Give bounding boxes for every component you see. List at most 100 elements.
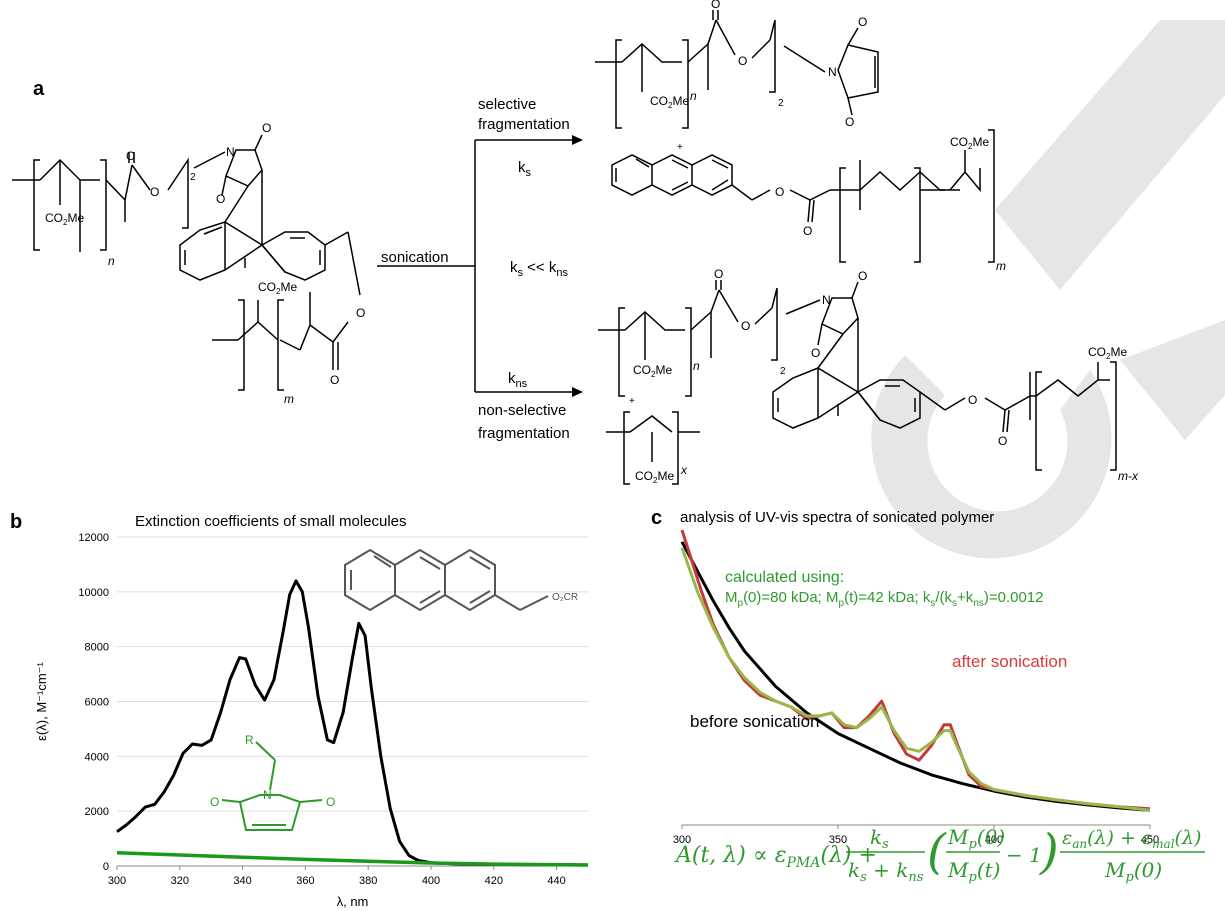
y-tick-label: 8000 xyxy=(85,642,109,654)
x-tick-label: 450 xyxy=(1141,834,1159,846)
svg-text:ks + kns: ks + kns xyxy=(848,858,924,885)
selective-label-1: selective xyxy=(478,96,536,113)
svg-text:CO2Me: CO2Me xyxy=(258,280,297,296)
x-tick-label: 320 xyxy=(171,875,189,887)
svg-text:2: 2 xyxy=(190,172,196,183)
reaction-arrows xyxy=(377,139,575,393)
svg-text:m: m xyxy=(996,259,1006,273)
maleimide-spectrum-line xyxy=(116,851,589,867)
x-tick-label: 400 xyxy=(422,875,440,887)
y-tick-label: 4000 xyxy=(85,751,109,763)
svg-text:N: N xyxy=(226,145,235,159)
maleimide-product-structure xyxy=(595,10,879,129)
svg-text:O: O xyxy=(150,185,159,199)
arrow-head-nonselective xyxy=(572,387,583,397)
anthracene-product-structure xyxy=(611,129,995,263)
svg-text:CO2Me: CO2Me xyxy=(633,363,672,379)
anthracene-inset-structure xyxy=(344,548,549,612)
svg-text:O: O xyxy=(858,269,867,283)
y-tick-label: 12000 xyxy=(78,532,109,544)
arrow-head-selective xyxy=(572,135,583,145)
ks-label: ks xyxy=(518,159,532,179)
svg-text:− 1: − 1 xyxy=(1006,843,1042,867)
panel-c-letter: c xyxy=(651,507,662,529)
svg-text:A(t, λ) ∝ εPMA(λ) +: A(t, λ) ∝ εPMA(λ) + xyxy=(674,843,877,871)
svg-text:Mp(t): Mp(t) xyxy=(947,858,1000,885)
watermark xyxy=(871,20,1225,559)
svg-text:+: + xyxy=(677,142,683,153)
panel-b-letter: b xyxy=(10,511,22,533)
anthracene-product-labels: O O CO2Me m xyxy=(775,135,1006,273)
y-tick-label: 6000 xyxy=(85,697,109,709)
svg-text:O: O xyxy=(738,54,747,68)
svg-text:εan(λ) + εmal(λ): εan(λ) + εmal(λ) xyxy=(1062,827,1201,851)
svg-text:O: O xyxy=(858,15,867,29)
starting-polymer-structure xyxy=(12,134,361,391)
svg-text:O: O xyxy=(216,192,225,206)
nonselective-label-1: non-selective xyxy=(478,402,566,419)
x-tick-label: 300 xyxy=(673,834,691,846)
svg-text:n: n xyxy=(693,359,700,373)
x-tick-label: 380 xyxy=(359,875,377,887)
svg-text:CO2Me: CO2Me xyxy=(635,469,674,485)
nonselective-product-structure xyxy=(598,280,1117,471)
svg-text:O: O xyxy=(210,795,219,809)
selective-label-2: fragmentation xyxy=(478,116,570,133)
y-tick-label: 10000 xyxy=(78,587,109,599)
svg-text:O: O xyxy=(262,121,271,135)
svg-text:CO2Me: CO2Me xyxy=(45,211,84,227)
pma-fragment-labels: + CO2Me x xyxy=(629,396,688,485)
svg-text:m: m xyxy=(284,392,294,406)
svg-text:O: O xyxy=(126,149,135,163)
svg-text:calculated using:: calculated using: xyxy=(725,569,844,586)
svg-text:+: + xyxy=(629,396,635,407)
x-tick-label: 340 xyxy=(233,875,251,887)
pma-fragment-structure xyxy=(606,411,700,485)
x-axis-label: λ, nm xyxy=(337,894,369,909)
svg-text:ks: ks xyxy=(870,825,889,852)
anthracene-spectrum-line xyxy=(116,579,589,867)
x-tick-label: 300 xyxy=(108,875,126,887)
svg-text:O: O xyxy=(711,0,720,11)
maleimide-inset-structure xyxy=(221,741,323,831)
panel-a-letter: a xyxy=(33,78,45,100)
svg-text:O: O xyxy=(998,434,1007,448)
svg-text:O: O xyxy=(330,373,339,387)
equation: A(t, λ) ∝ εPMA(λ) + ks ks + kns ( Mp(0) … xyxy=(674,824,1205,885)
sonication-label: sonication xyxy=(381,249,449,266)
svg-text:R: R xyxy=(245,733,254,747)
svg-text:): ) xyxy=(1039,824,1059,880)
kns-label: kns xyxy=(508,370,528,390)
chart-b: 0 2000 4000 6000 8000 10000 12000 300 320 340 360 3… xyxy=(34,532,589,909)
svg-text:n: n xyxy=(690,89,697,103)
svg-text:O: O xyxy=(356,306,365,320)
x-tick-label: 420 xyxy=(485,875,503,887)
svg-text:2: 2 xyxy=(780,366,786,377)
svg-text:x: x xyxy=(680,463,688,477)
svg-text:m-x: m-x xyxy=(1118,469,1139,483)
maleimide-inset-labels: R N O O xyxy=(210,733,335,809)
calculated-spectrum-line xyxy=(680,547,1151,812)
chart-c-title: analysis of UV-vis spectra of sonicated … xyxy=(680,509,994,526)
svg-text:O: O xyxy=(741,319,750,333)
y-tick-label: 2000 xyxy=(85,806,109,818)
before-sonication-label: before sonication xyxy=(690,712,819,731)
svg-text:O: O xyxy=(714,267,723,281)
after-sonication-label: after sonication xyxy=(952,652,1067,671)
y-tick-label: 0 xyxy=(103,861,109,873)
chart-b-title: Extinction coefficients of small molecul… xyxy=(135,513,407,530)
svg-text:2: 2 xyxy=(778,98,784,109)
svg-text:O: O xyxy=(811,346,820,360)
svg-text:O: O xyxy=(326,795,335,809)
x-tick-label: 440 xyxy=(547,875,565,887)
x-tick-label: 400 xyxy=(985,834,1003,846)
x-tick-label: 360 xyxy=(296,875,314,887)
starting-polymer-labels: CO2Me n O O 2 N O O CO2Me O O m xyxy=(45,121,365,406)
nonselective-product-labels: CO2Me n O O 2 N O O O O CO2Me m-x xyxy=(633,267,1139,483)
calc-annotation: calculated using: Mp(0)=80 kDa; Mp(t)=42… xyxy=(725,569,1044,609)
svg-text:CO2Me: CO2Me xyxy=(950,135,989,151)
svg-text:O: O xyxy=(803,224,812,238)
y-axis-label: ε(λ), M⁻¹cm⁻¹ xyxy=(34,661,49,740)
